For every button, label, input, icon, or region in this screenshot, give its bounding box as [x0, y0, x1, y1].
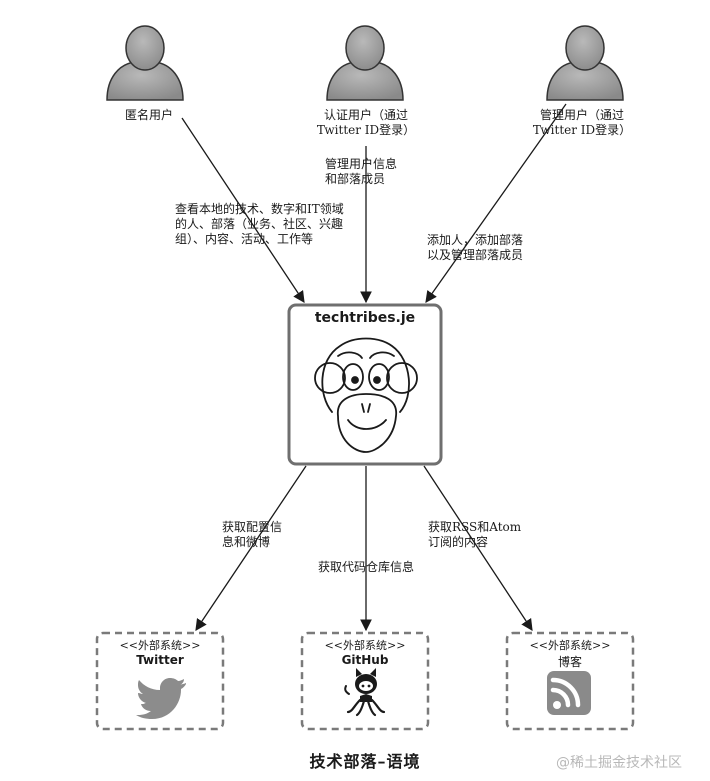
admin-to-core-arrow: [425, 103, 567, 303]
core-to-blogs-label: 获取RSS和Atom 订阅的内容: [428, 520, 522, 549]
twitter-system-header: <<外部系统>> Twitter: [97, 637, 223, 667]
core-to-twitter-label: 获取配置信 息和微博: [222, 520, 283, 549]
rss-feed-icon: [547, 671, 591, 715]
anonymous-user-label: 匿名用户: [125, 108, 174, 122]
diagram-caption: 技术部落–语境: [309, 752, 421, 771]
github-stereotype: <<外部系统>>: [324, 639, 406, 652]
auth-to-core-label: 管理用户信息 和部落成员: [325, 157, 398, 186]
admin-user-person-icon: [546, 25, 624, 101]
core-system-box: [287, 303, 443, 466]
monkey-logo-icon: [314, 337, 418, 453]
github-system-name: GitHub: [341, 653, 389, 667]
admin-to-core-label: 添加人，添加部落 以及管理部落成员: [427, 233, 524, 262]
authenticated-user-label: 认证用户（通过 Twitter ID登录）: [316, 108, 416, 137]
twitter-system-box: [95, 631, 225, 731]
github-system-header: <<外部系统>> GitHub: [302, 637, 428, 667]
core-system-title: techtribes.je: [314, 310, 416, 326]
core-to-twitter-arrow: [195, 465, 307, 631]
watermark-text: @稀土掘金技术社区: [556, 755, 682, 771]
blogs-system-name: 博客: [557, 655, 582, 669]
twitter-system-name: Twitter: [136, 653, 184, 667]
blogs-stereotype: <<外部系统>>: [529, 639, 611, 652]
anon-to-core-label: 查看本地的技术、数字和IT领域 的人、部落（业务、社区、兴趣 组）、内容、活动、…: [175, 202, 344, 246]
authenticated-user-person-icon: [326, 25, 404, 101]
core-to-blogs-arrow: [423, 465, 533, 631]
anonymous-user-person-icon: [106, 25, 184, 101]
anon-to-core-arrow: [181, 117, 305, 303]
twitter-stereotype: <<外部系统>>: [119, 639, 201, 652]
admin-user-label: 管理用户（通过 Twitter ID登录）: [532, 108, 632, 137]
blogs-system-header: <<外部系统>> 博客: [507, 637, 633, 670]
twitter-bird-icon: [136, 678, 186, 719]
github-octocat-icon: [344, 668, 386, 717]
core-to-github-label: 获取代码仓库信息: [318, 560, 415, 574]
